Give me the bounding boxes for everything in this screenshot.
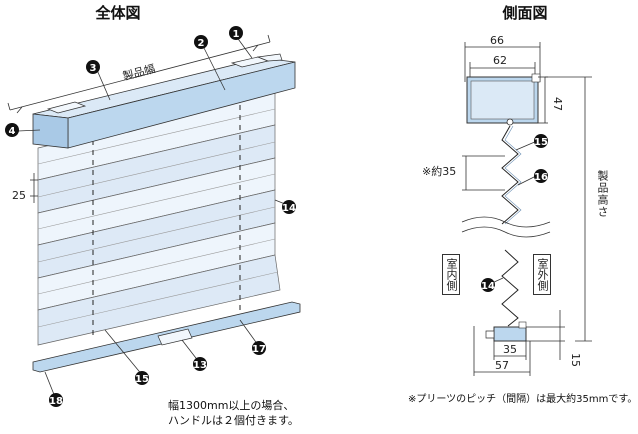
width-57-label: 57 xyxy=(495,359,509,372)
callout-16: 16 xyxy=(534,169,548,183)
head-rail-section xyxy=(466,73,541,126)
width-35-label: 35 xyxy=(503,343,517,356)
svg-text:15: 15 xyxy=(534,137,548,148)
svg-text:18: 18 xyxy=(49,396,63,407)
head-rail xyxy=(32,53,296,149)
outdoor-side-box: 室外側 xyxy=(533,254,551,295)
svg-text:14: 14 xyxy=(282,203,296,214)
product-height-label: 製品高さ xyxy=(596,170,609,218)
pleated-fabric xyxy=(37,92,281,346)
side-leaders xyxy=(491,140,538,284)
pitch-35-dimension xyxy=(462,155,505,191)
pitch-35-label: ※約35 xyxy=(422,164,456,178)
width-66-label: 66 xyxy=(490,34,504,47)
pitch-dimension xyxy=(30,173,38,203)
callout-14: 14 xyxy=(282,200,296,214)
callout-15-side: 15 xyxy=(534,134,548,148)
height-15-label: 15 xyxy=(569,353,582,367)
pleat-zigzag xyxy=(501,125,522,327)
side-view: 66 62 47 xyxy=(422,34,592,376)
product-width-label: 製品幅 xyxy=(121,61,156,83)
svg-text:13: 13 xyxy=(193,360,207,371)
product-width-dimension xyxy=(7,34,271,114)
side-view-title: 側面図 xyxy=(501,4,547,22)
pleat-pitch-note: ※プリーツのピッチ（間隔）は最大約35mmです。 xyxy=(408,394,638,405)
callout-13: 13 xyxy=(193,357,207,371)
svg-text:14: 14 xyxy=(481,281,495,292)
callout-18: 18 xyxy=(49,393,63,407)
height-47-dimension xyxy=(538,76,548,124)
product-height-dimension xyxy=(545,76,592,342)
width-62-label: 62 xyxy=(493,54,507,67)
width-57-dimension xyxy=(473,326,531,376)
height-47-label: 47 xyxy=(551,97,564,111)
callout-14-side: 14 xyxy=(481,278,495,292)
callout-1: 1 xyxy=(229,26,243,40)
callout-3: 3 xyxy=(86,60,100,74)
overall-view: 製品幅 xyxy=(5,26,301,407)
callout-2: 2 xyxy=(194,35,208,49)
svg-text:16: 16 xyxy=(534,172,548,183)
svg-text:4: 4 xyxy=(9,126,16,137)
svg-text:3: 3 xyxy=(90,63,97,74)
break-mark xyxy=(461,216,551,238)
svg-text:1: 1 xyxy=(233,29,240,40)
callout-4: 4 xyxy=(5,123,19,137)
handle-note-line1: 幅1300mm以上の場合、 xyxy=(168,399,295,412)
overall-leaders xyxy=(17,35,291,398)
overall-view-title: 全体図 xyxy=(94,4,140,22)
svg-text:15: 15 xyxy=(135,374,149,385)
height-15-dimension xyxy=(526,310,565,360)
lift-cords xyxy=(92,95,241,340)
width-35-dimension xyxy=(493,341,527,360)
svg-text:17: 17 xyxy=(252,344,266,355)
handle-note-line2: ハンドルは２個付きます。 xyxy=(168,414,299,427)
bottom-rail-section xyxy=(485,321,527,342)
svg-text:2: 2 xyxy=(198,38,205,49)
handle-note: 幅1300mm以上の場合、 ハンドルは２個付きます。 xyxy=(168,398,299,428)
callout-17: 17 xyxy=(252,341,266,355)
indoor-side-box: 室内側 xyxy=(442,254,460,295)
pitch-label: 25 xyxy=(12,189,26,202)
bottom-rail xyxy=(32,301,301,373)
callout-15: 15 xyxy=(135,371,149,385)
